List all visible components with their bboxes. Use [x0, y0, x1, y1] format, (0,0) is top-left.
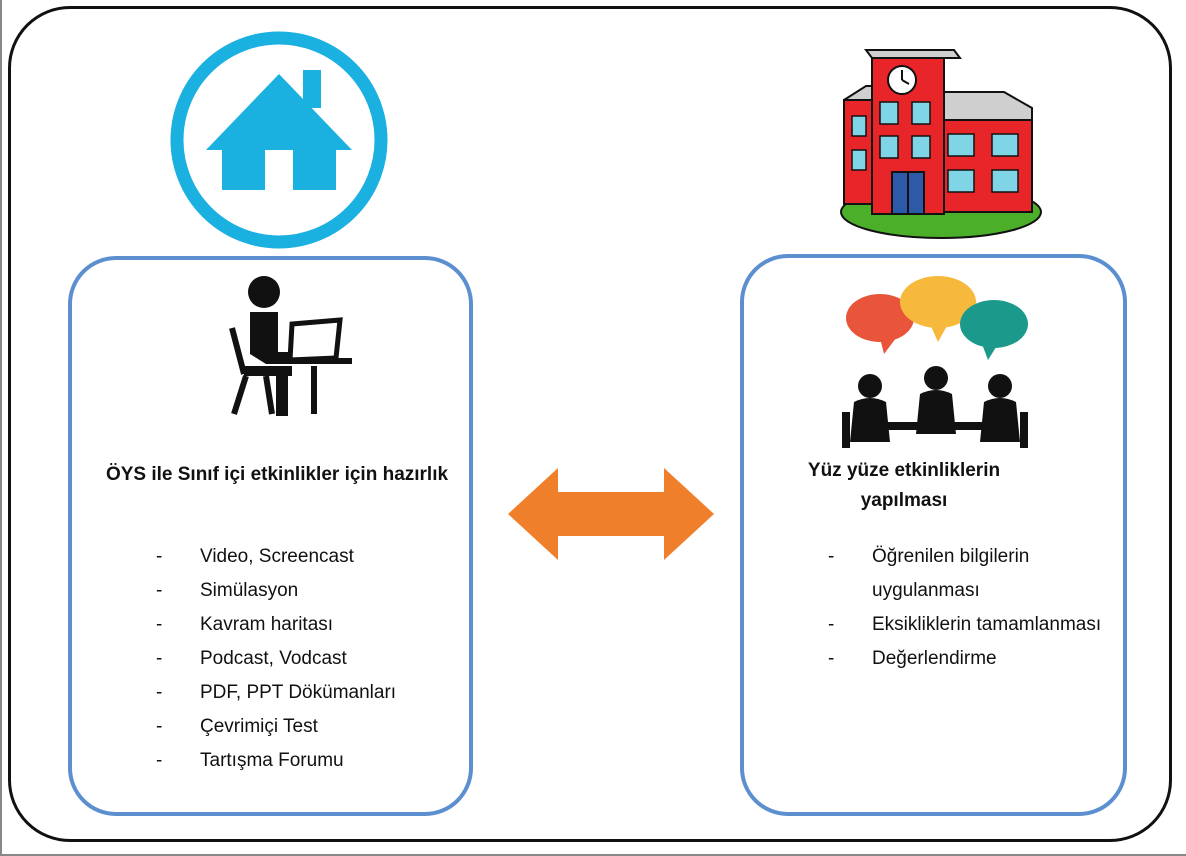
list-item: -Değerlendirme [828, 648, 997, 669]
group-discussion-icon [840, 276, 1030, 457]
list-item: -Simülasyon [156, 580, 299, 601]
school-building-icon [836, 42, 1046, 247]
face-to-face-title: Yüz yüze etkinliklerin yapılması [807, 460, 1001, 511]
list-item: -Podcast, Vodcast [156, 648, 347, 669]
list-item: -Çevrimiçi Test [156, 716, 318, 737]
preparation-list: -Video, Screencast -Simülasyon -Kavram h… [156, 540, 456, 778]
double-arrow-icon [508, 468, 714, 565]
list-item: -PDF, PPT Dökümanları [156, 682, 397, 703]
list-item: -Tartışma Forumu [156, 750, 344, 771]
face-to-face-panel: Yüz yüze etkinliklerin yapılması -Öğreni… [740, 254, 1127, 816]
list-item: -Eksikliklerin tamamlanması [828, 614, 1102, 635]
list-item: -Kavram haritası [156, 614, 334, 635]
preparation-panel: ÖYS ile Sınıf içi etkinlikler için hazır… [68, 256, 473, 816]
outer-frame [8, 6, 1172, 842]
list-item: -Öğrenilen bilgilerin uygulanması [828, 546, 1030, 601]
home-icon [168, 30, 390, 255]
student-at-laptop-icon [222, 274, 362, 429]
preparation-title: ÖYS ile Sınıf içi etkinlikler için hazır… [105, 464, 449, 485]
face-to-face-list: -Öğrenilen bilgilerin uygulanması -Eksik… [828, 540, 1108, 676]
list-item: -Video, Screencast [156, 546, 354, 567]
